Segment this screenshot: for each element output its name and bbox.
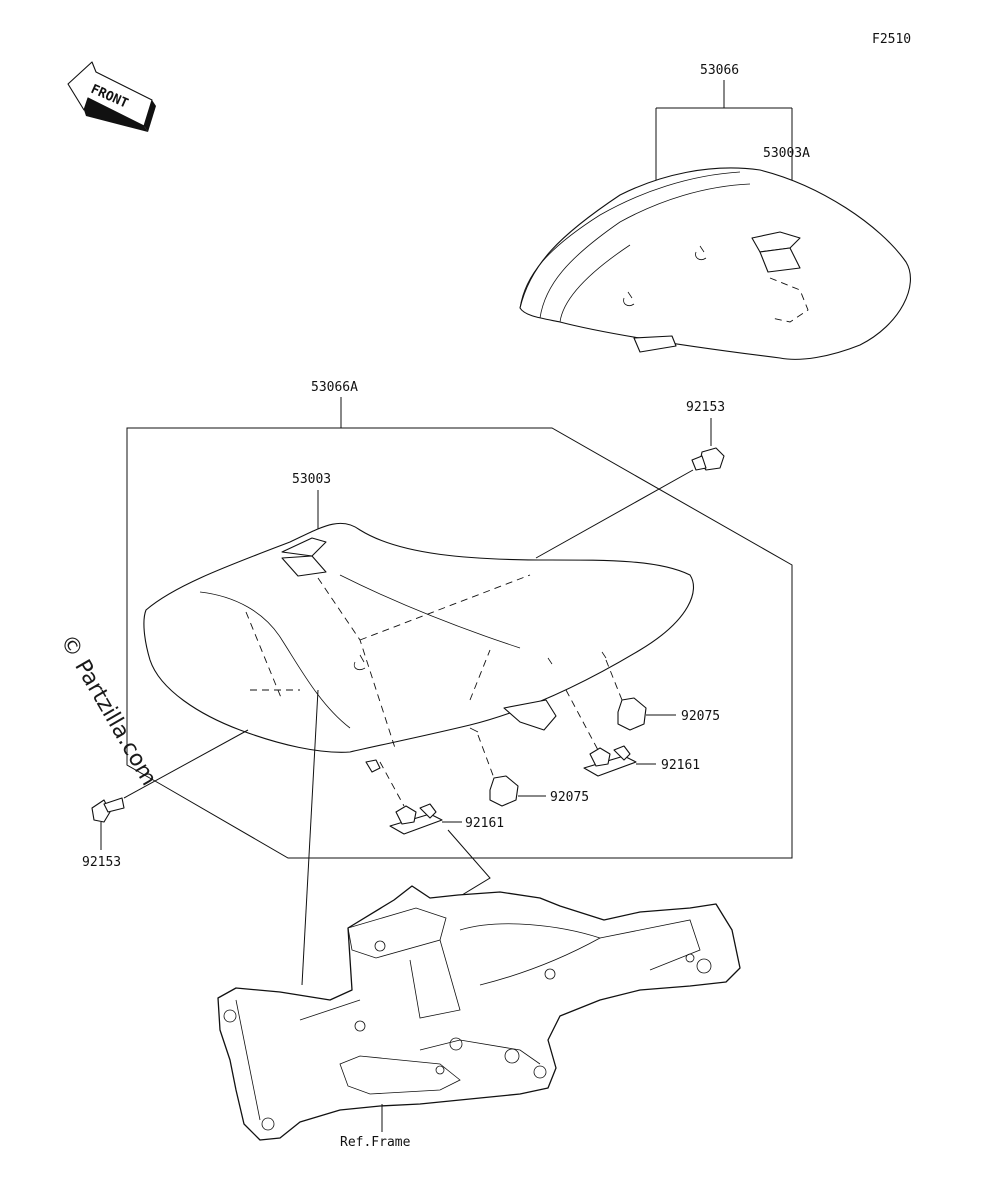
mount-line-center	[447, 829, 491, 896]
watermark: © Partzilla.com	[55, 631, 162, 791]
frame	[217, 885, 741, 1141]
callout-53003: 53003	[292, 472, 331, 487]
callout-92153-left: 92153	[82, 855, 121, 870]
callout-ref-frame: Ref.Frame	[340, 1135, 411, 1150]
rear-seat	[519, 167, 911, 360]
clip-center	[389, 803, 443, 835]
clip-right-axis	[565, 689, 599, 751]
group-frame-53066a	[126, 427, 793, 859]
clip-center-axis	[379, 761, 405, 807]
bolt-left	[91, 797, 125, 823]
damper-right	[617, 697, 647, 731]
callout-92161-center: 92161	[465, 816, 504, 831]
mount-line-left	[301, 689, 319, 986]
front-seat	[143, 522, 694, 773]
damper-center	[489, 775, 519, 807]
clip-right	[583, 745, 637, 777]
callout-53003a: 53003A	[763, 146, 810, 161]
callout-53066: 53066	[700, 63, 739, 78]
figure-code: F2510	[872, 32, 911, 47]
callout-92075-right: 92075	[681, 709, 720, 724]
bolt-right	[691, 447, 725, 471]
damper-right-axis	[605, 659, 623, 701]
callout-92153-right: 92153	[686, 400, 725, 415]
callout-92075-center: 92075	[550, 790, 589, 805]
bolt-left-axis	[123, 729, 249, 799]
front-arrow-icon: FRONT	[67, 61, 156, 132]
callout-92161-right: 92161	[661, 758, 700, 773]
damper-center-axis	[477, 734, 495, 779]
leader-53066	[655, 80, 793, 185]
callout-53066a: 53066A	[311, 380, 358, 395]
bolt-right-axis	[535, 469, 694, 559]
